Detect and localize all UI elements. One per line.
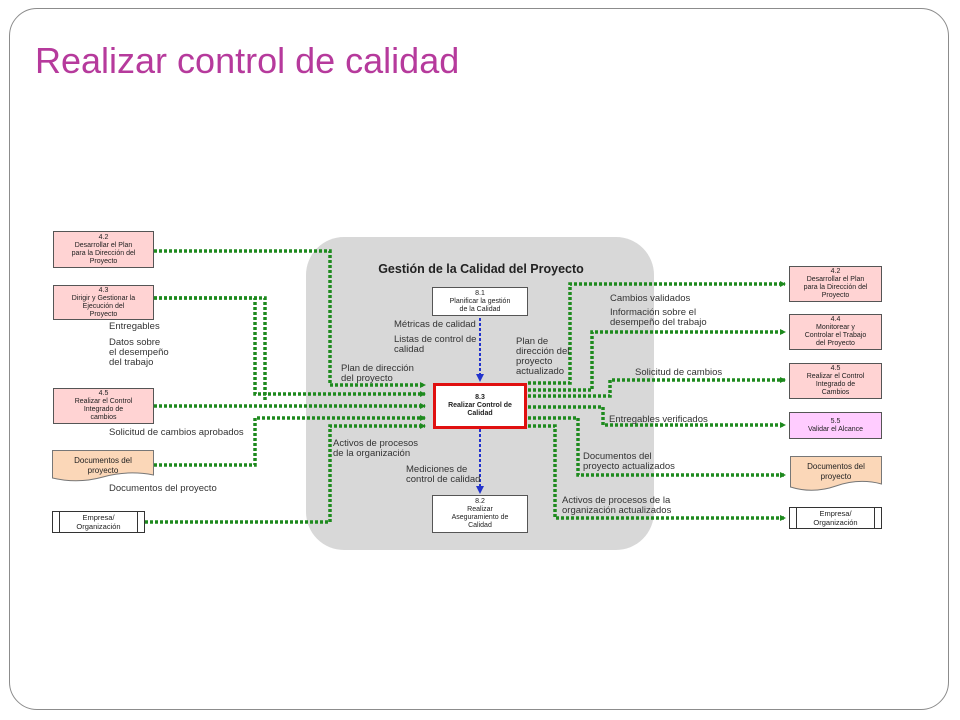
document-label: Documentos del proyecto [74, 456, 132, 475]
output-box-desarrollar-plan[interactable]: 4.2 Desarrollar el Plan para la Direcció… [789, 266, 882, 302]
connector-plan-output [528, 281, 786, 385]
connector-plan-input [154, 249, 426, 388]
input-empresa-organizacion[interactable]: Empresa/ Organización [52, 511, 145, 533]
connector-info-output [528, 329, 786, 392]
document-shape [790, 456, 882, 491]
document-shape [52, 450, 154, 482]
label-metricas-calidad: Métricas de calidad [394, 319, 476, 330]
slide-frame [9, 8, 949, 710]
label-entregables: Entregables [109, 321, 160, 332]
process-box-label: 8.1 Planificar la gestión de la Calidad [449, 289, 511, 313]
label-listas-control: Listas de control de calidad [394, 334, 477, 355]
process-box-label: 4.5 Realizar el Control Integrado de Cam… [806, 365, 865, 396]
connector-activos-input [145, 423, 426, 524]
label-plan-direccion: Plan de dirección del proyecto [341, 363, 414, 384]
process-box-label: 5.5 Validar el Alcance [807, 417, 864, 433]
document-label: Documentos del proyecto [807, 462, 865, 481]
process-box-aseguramiento-calidad[interactable]: 8.2 Realizar Aseguramiento de Calidad [432, 495, 528, 533]
output-box-control-cambios[interactable]: 4.5 Realizar el Control Integrado de Cam… [789, 363, 882, 399]
process-box-label: 4.4 Monitorear y Controlar el Trabajo de… [804, 316, 867, 347]
label-activos-actualizados: Activos de procesos de la organización a… [562, 495, 672, 516]
connector-activos-output [528, 424, 786, 521]
input-box-desarrollar-plan[interactable]: 4.2 Desarrollar el Plan para la Direcció… [53, 231, 154, 268]
connector-datos-input [154, 296, 267, 400]
empresa-label: Empresa/ Organización [813, 509, 858, 527]
label-solicitud-cambios: Solicitud de cambios [635, 367, 723, 378]
label-documentos-proyecto: Documentos del proyecto [109, 483, 217, 494]
process-box-controlar-calidad[interactable]: 8.3 Realizar Control de Calidad [433, 383, 527, 429]
slide-title: Realizar control de calidad [35, 40, 460, 81]
output-empresa-organizacion[interactable]: Empresa/ Organización [789, 507, 882, 529]
process-box-label: 8.3 Realizar Control de Calidad [448, 394, 512, 417]
empresa-label: Empresa/ Organización [76, 513, 121, 531]
connector-solicitud-output [528, 377, 786, 398]
process-box-label: 4.2 Desarrollar el Plan para la Direcció… [803, 268, 868, 299]
process-box-label: 4.2 Desarrollar el Plan para la Direcció… [71, 233, 136, 265]
process-box-planificar-calidad[interactable]: 8.1 Planificar la gestión de la Calidad [432, 287, 528, 316]
panel-title: Gestión de la Calidad del Proyecto [378, 262, 584, 276]
connector-entregables-output [528, 405, 786, 428]
process-box-label: 4.3 Dirigir y Gestionar la Ejecución del… [71, 286, 136, 318]
process-box-label: 8.2 Realizar Aseguramiento de Calidad [451, 498, 509, 529]
connector-docs-input [154, 415, 426, 467]
label-datos-desempeno: Datos sobre el desempeño del trabajo [109, 337, 169, 368]
input-box-dirigir-ejecucion[interactable]: 4.3 Dirigir y Gestionar la Ejecución del… [53, 285, 154, 320]
output-document-proyecto[interactable]: Documentos del proyecto [790, 456, 882, 492]
input-document-proyecto[interactable]: Documentos del proyecto [52, 450, 154, 482]
output-box-monitorear-controlar[interactable]: 4.4 Monitorear y Controlar el Trabajo de… [789, 314, 882, 350]
input-box-control-cambios[interactable]: 4.5 Realizar el Control Integrado de cam… [53, 388, 154, 424]
label-informacion-desempeno: Información sobre el desempeño del traba… [610, 307, 707, 328]
label-documentos-actualizados: Documentos del proyecto actualizados [583, 451, 675, 472]
label-cambios-validados: Cambios validados [610, 293, 691, 304]
label-activos-procesos: Activos de procesos de la organización [333, 438, 419, 459]
label-solicitud-aprobados: Solicitud de cambios aprobados [109, 427, 244, 438]
process-box-label: 4.5 Realizar el Control Integrado de cam… [74, 390, 133, 421]
label-mediciones-control: Mediciones de control de calidad [406, 464, 481, 485]
output-box-validar-alcance[interactable]: 5.5 Validar el Alcance [789, 412, 882, 439]
label-entregables-verificados: Entregables verificados [609, 414, 708, 425]
label-plan-actualizado: Plan de dirección del proyecto actualiza… [516, 336, 570, 377]
connector-docs-output [528, 416, 786, 478]
